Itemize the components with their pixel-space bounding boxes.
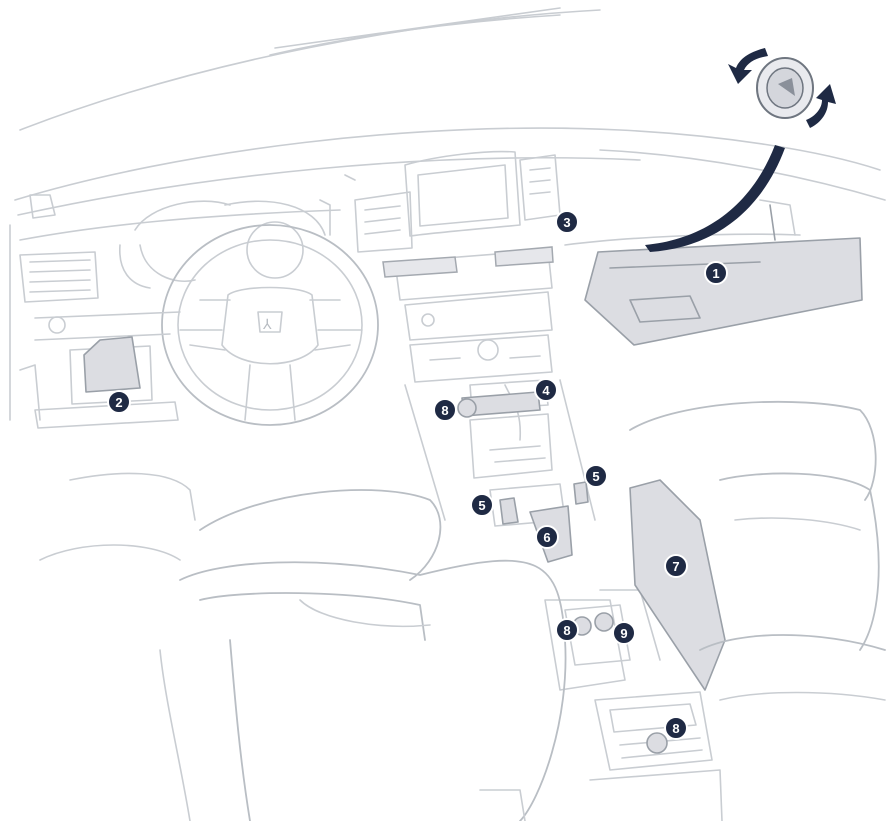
callout-badge: 5 xyxy=(584,464,608,488)
instrument-cluster xyxy=(134,199,331,282)
center-tunnel xyxy=(404,379,661,691)
callout-label: 8 xyxy=(672,721,679,736)
callout-badge: 2 xyxy=(107,390,131,414)
callout-badge: 1 xyxy=(704,261,728,285)
callout-badge: 3 xyxy=(555,210,579,234)
callout-badge: 9 xyxy=(612,621,636,645)
storage-zone-5 xyxy=(499,481,589,525)
callout-label: 1 xyxy=(712,266,719,281)
callout-label: 4 xyxy=(542,383,550,398)
center-console-top xyxy=(344,150,561,383)
callout-label: 5 xyxy=(478,498,485,513)
svg-text:⅄: ⅄ xyxy=(262,316,272,332)
callout-badge: 8 xyxy=(555,618,579,642)
callout-badge: 6 xyxy=(535,525,559,549)
callout-badge: 4 xyxy=(534,378,558,402)
callout-label: 9 xyxy=(620,626,627,641)
callout-label: 7 xyxy=(672,559,679,574)
rotary-knob-icon xyxy=(645,48,836,252)
callout-label: 5 xyxy=(592,469,599,484)
glovebox xyxy=(564,199,863,346)
callout-label: 3 xyxy=(563,215,570,230)
callouts: 1 2 3 4 8 5 5 6 xyxy=(107,210,728,740)
callout-badge: 7 xyxy=(664,554,688,578)
steering-wheel: ⅄ xyxy=(161,224,379,426)
callout-label: 6 xyxy=(543,530,550,545)
callout-badge: 5 xyxy=(470,493,494,517)
passenger-seat xyxy=(629,400,886,701)
door-storage-7 xyxy=(629,479,726,691)
storage-zone-3 xyxy=(382,246,554,278)
driver-seat xyxy=(39,472,567,821)
left-air-vent xyxy=(19,244,151,303)
dashboard-outline xyxy=(9,7,886,421)
callout-badge: 8 xyxy=(433,398,457,422)
callout-label: 8 xyxy=(563,623,570,638)
callout-label: 2 xyxy=(115,395,122,410)
callout-label: 8 xyxy=(441,403,448,418)
socket-8-front xyxy=(457,398,477,418)
callout-badge: 8 xyxy=(664,716,688,740)
storage-zone-2 xyxy=(83,336,141,393)
